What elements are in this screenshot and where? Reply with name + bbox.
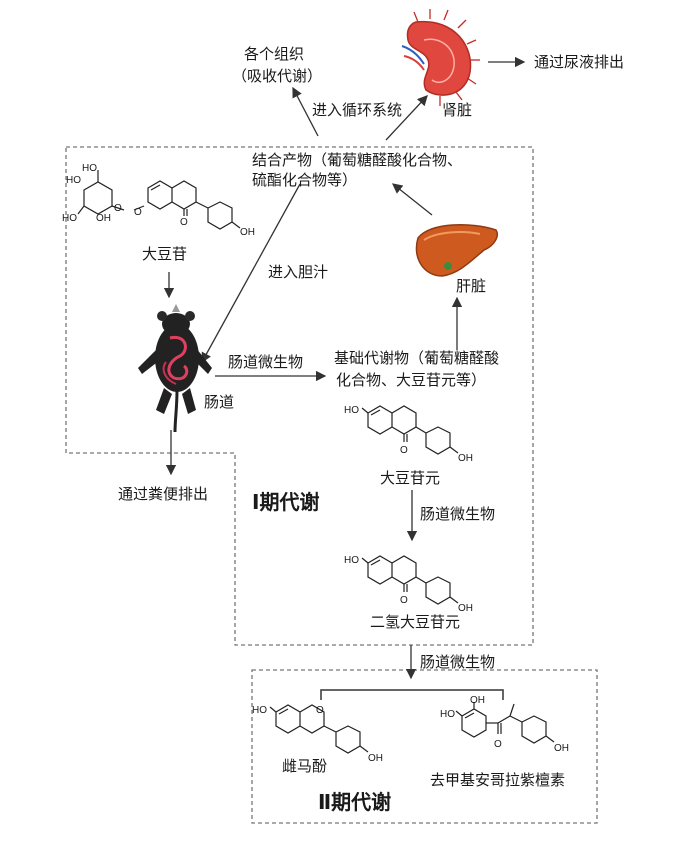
daidzein-ho: HO [344,405,359,416]
odma-o: O [494,739,502,750]
gut-microbe-label-1: 肠道微生物 [228,353,304,371]
equol-oh: OH [368,753,383,764]
daidzin-o-ketone: O [180,217,188,228]
gut-microbe-label-3: 肠道微生物 [420,653,496,671]
daidzin-o-link: O [134,207,142,218]
conjugates-line2: 硫酯化合物等） [252,171,358,189]
daidzin-oh-ring: OH [96,213,111,224]
arrow-to-kidney [385,95,428,141]
urine-label: 通过尿液排出 [534,53,625,71]
dihydrodaidzein-o: O [400,595,408,606]
phase1-label: Ⅰ期代谢 [252,490,320,514]
phase1-frame [65,146,534,646]
phase2-label: Ⅱ期代谢 [318,790,392,814]
daidzin-o-ring: O [114,203,122,214]
arrow-to-tissues [292,86,319,137]
daidzein-oh: OH [458,453,473,464]
conjugates-line1: 结合产物（葡萄糖醛酸化合物、 [252,151,463,169]
dihydrodaidzein-structure [361,555,459,605]
gut-microbe-label-2: 肠道微生物 [420,505,496,523]
tissues-label: 各个组织 [244,45,305,63]
daidzein-label: 大豆苷元 [380,469,441,487]
equol-ho: HO [252,705,267,716]
odma-label: 去甲基安哥拉紫檀素 [430,771,566,789]
daidzin-ho-3: HO [62,213,77,224]
arrow-liver-to-conjugates [391,183,433,216]
equol-o: O [316,705,324,716]
dihydrodaidzein-oh: OH [458,603,473,614]
daidzin-oh: OH [240,227,255,238]
basic-metabolites-line1: 基础代谢物（葡萄糖醛酸 [334,349,500,367]
liver-label: 肝脏 [456,277,487,295]
dihydrodaidzein-label: 二氢大豆苷元 [370,613,461,631]
arrow-bile-to-intestine [201,183,301,364]
equol-structure [269,704,369,754]
daidzin-ho-2: HO [66,175,81,186]
odma-ho-1: HO [440,709,455,720]
odma-structure [455,702,555,744]
rat-image [138,304,212,433]
intestine-label: 肠道 [204,393,235,411]
liver-image [415,224,498,277]
basic-metabolites-line2: 化合物、大豆苷元等） [336,371,487,389]
dihydrodaidzein-ho: HO [344,555,359,566]
kidney-image [401,9,480,106]
odma-oh-2: OH [470,695,485,706]
daidzin-ho-1: HO [82,163,97,174]
tissues-sub-label: （吸收代谢） [232,67,323,85]
equol-label: 雌马酚 [282,757,328,775]
odma-oh: OH [554,743,569,754]
daidzein-o: O [400,445,408,456]
daidzin-label: 大豆苷 [142,245,188,263]
bile-label: 进入胆汁 [268,263,329,281]
kidney-label: 肾脏 [442,101,473,119]
phase2-frame [251,669,598,824]
circulation-label: 进入循环系统 [312,101,403,119]
feces-label: 通过粪便排出 [118,485,209,503]
phase2-bracket [320,689,504,700]
daidzin-structure [77,170,241,230]
daidzein-structure [361,405,459,455]
